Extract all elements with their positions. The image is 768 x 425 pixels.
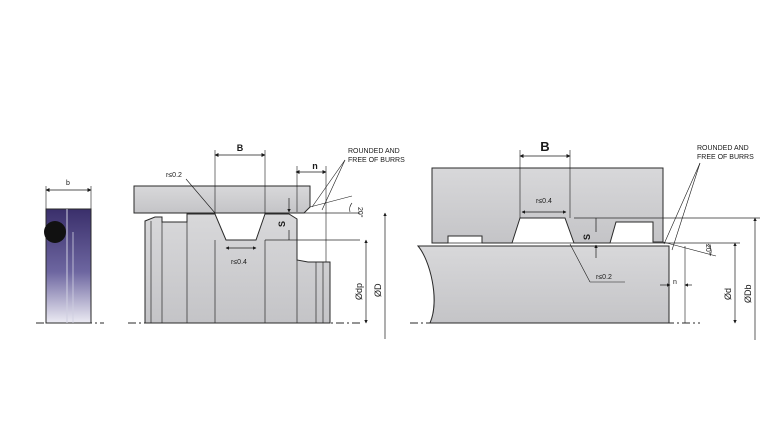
seal-profile: b — [36, 180, 104, 324]
rod-groove-drawing: B r≤0.4 S r≤0.2 20° n ROUNDED AND FREE O… — [410, 139, 760, 340]
rod-body — [416, 245, 670, 324]
rod-housing — [431, 167, 664, 244]
dim-Db-label: ØDb — [743, 284, 753, 303]
note-line2: FREE OF BURRS — [348, 157, 405, 164]
dim-n-label: n — [673, 279, 677, 286]
radius-bottom-label: r≤0.2 — [596, 274, 612, 281]
radius-bottom-label: r≤0.4 — [231, 259, 247, 266]
dim-d-label: Ød — [723, 288, 733, 300]
dim-B-label: B — [237, 143, 244, 153]
dim-dp-label: Ødp — [354, 283, 364, 300]
note-line2: FREE OF BURRS — [697, 154, 754, 161]
dim-n-label: n — [312, 161, 318, 171]
piston-groove-drawing: B n r≤0.2 r≤0.4 S 20° ROUNDED AND FREE O… — [128, 143, 405, 339]
dim-S-label: S — [277, 221, 287, 227]
radius-top-label: r≤0.4 — [536, 198, 552, 205]
note-line1: ROUNDED AND — [697, 145, 749, 152]
radius-top-label: r≤0.2 — [166, 172, 182, 179]
o-ring — [44, 221, 66, 243]
dim-S-label: S — [582, 234, 592, 240]
radius-top-leader — [185, 178, 216, 214]
note-line1: ROUNDED AND — [348, 148, 400, 155]
cylinder-housing — [133, 185, 311, 214]
dim-D-label: ØD — [373, 283, 383, 297]
piston-body — [144, 213, 331, 324]
dim-b-label: b — [66, 180, 70, 187]
angle-label: 20° — [704, 244, 712, 255]
dim-B-label: B — [540, 139, 549, 154]
angle-label: 20° — [356, 207, 364, 218]
